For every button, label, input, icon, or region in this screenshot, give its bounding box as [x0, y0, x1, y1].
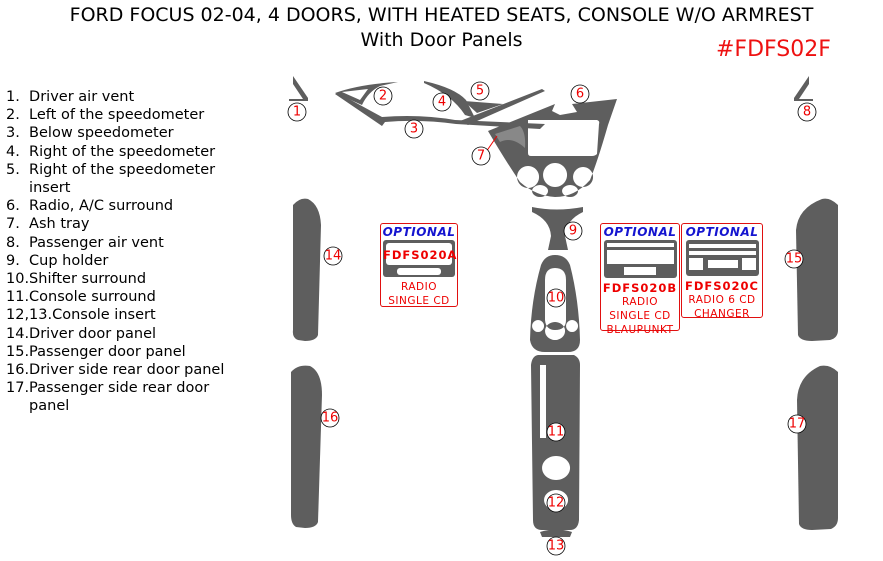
parts-legend: 1. Driver air vent 2. Left of the speedo… — [6, 88, 224, 416]
part-label: 17 — [787, 414, 807, 434]
part-label: 10 — [546, 288, 566, 308]
svg-text:4: 4 — [438, 95, 446, 110]
svg-text:5: 5 — [476, 84, 484, 99]
svg-text:6: 6 — [576, 87, 584, 102]
svg-text:12: 12 — [548, 496, 565, 511]
optional-desc: RADIO — [401, 281, 437, 293]
part-driver-rear-door-panel — [291, 365, 322, 528]
part-label: 16 — [320, 408, 340, 428]
svg-text:7: 7 — [477, 149, 485, 164]
part-label: 14 — [323, 246, 343, 266]
kit-code: #FDFS02F — [716, 37, 831, 62]
part-label: 13 — [546, 536, 566, 556]
part-right-of-speedometer — [424, 81, 475, 118]
part-cup-holder — [532, 207, 583, 250]
optional-heading: OPTIONAL — [382, 225, 456, 239]
optional-heading: OPTIONAL — [685, 225, 759, 239]
part-left-of-speedometer — [335, 82, 398, 105]
radio-bezel-image: FDFS020A — [383, 240, 458, 277]
legend-item: 12,13.Console insert — [6, 307, 156, 324]
svg-text:8: 8 — [803, 105, 811, 120]
svg-text:3: 3 — [410, 122, 418, 137]
legend-item: 1. Driver air vent — [6, 89, 135, 105]
part-label: 6 — [570, 84, 590, 104]
part-label: 15 — [784, 249, 804, 269]
part-console-insert-bottom — [540, 529, 572, 537]
page-title: FORD FOCUS 02-04, 4 DOORS, WITH HEATED S… — [69, 4, 814, 26]
svg-text:1: 1 — [293, 105, 301, 120]
part-below-speedometer-strip — [460, 89, 545, 125]
part-passenger-air-vent — [794, 76, 813, 101]
legend-item: 11.Console surround — [6, 289, 156, 306]
svg-text:14: 14 — [325, 249, 342, 264]
legend-item: 9. Cup holder — [6, 252, 109, 269]
legend-item: 10.Shifter surround — [6, 271, 147, 288]
legend-item: 3. Below speedometer — [6, 125, 174, 142]
legend-item: 14.Driver door panel — [6, 325, 157, 342]
svg-text:10: 10 — [548, 291, 565, 306]
part-label: 5 — [470, 81, 490, 101]
radio-bezel-image — [603, 240, 677, 278]
svg-text:13: 13 — [548, 539, 565, 554]
part-label: 9 — [563, 221, 583, 241]
part-label: 8 — [797, 102, 817, 122]
part-console-insert — [545, 518, 568, 527]
legend-item: 17.Passenger side rear door — [6, 380, 210, 397]
part-label: 1 — [287, 102, 307, 122]
part-ash-tray — [495, 126, 526, 148]
svg-text:15: 15 — [786, 252, 803, 267]
legend-item: 4. Right of the speedometer — [6, 143, 216, 160]
legend-item: panel — [6, 398, 70, 415]
optional-desc: SINGLE CD — [388, 295, 450, 307]
part-passenger-rear-door-panel — [797, 365, 838, 530]
optional-radio-single-cd: OPTIONAL FDFS020A RADIO SINGLE CD — [380, 223, 458, 307]
part-label: 3 — [404, 119, 424, 139]
legend-item: 2. Left of the speedometer — [6, 107, 205, 124]
optional-desc: SINGLE CD — [609, 310, 671, 322]
svg-text:17: 17 — [789, 417, 806, 432]
optional-part-number: FDFS020B — [602, 281, 678, 295]
part-label: 4 — [432, 92, 452, 112]
legend-item: 7. Ash tray — [6, 216, 90, 233]
legend-item: 8. Passenger air vent — [6, 234, 164, 251]
legend-item: 5. Right of the speedometer — [6, 161, 216, 178]
optional-radio-blaupunkt: OPTIONAL FDFS020B RADIO SINGLE CD BLAUPU… — [600, 223, 680, 336]
part-passenger-door-panel — [796, 198, 838, 341]
part-console-surround — [531, 355, 580, 530]
optional-radio-6cd-changer: OPTIONAL FDFS020C RADIO 6 CD CHANGER — [681, 223, 763, 320]
part-label: 2 — [373, 86, 393, 106]
svg-text:16: 16 — [322, 411, 339, 426]
part-label: 7 — [471, 146, 491, 166]
optional-part-number: FDFS020C — [685, 279, 759, 293]
part-label: 12 — [546, 493, 566, 513]
part-below-speedometer — [335, 93, 545, 129]
svg-text:9: 9 — [569, 224, 577, 239]
svg-text:11: 11 — [548, 425, 565, 440]
optional-part-number: FDFS020A — [383, 248, 458, 262]
part-shifter-surround — [530, 255, 580, 352]
part-driver-door-panel — [292, 198, 321, 341]
part-label: 11 — [546, 422, 566, 442]
legend-item: insert — [6, 180, 71, 197]
optional-desc: RADIO 6 CD — [688, 294, 756, 306]
legend-item: 6. Radio, A/C surround — [6, 198, 174, 215]
svg-text:2: 2 — [379, 89, 387, 104]
legend-item: 16.Driver side rear door panel — [6, 362, 225, 379]
optional-desc: RADIO — [622, 296, 658, 308]
part-right-speedometer-insert — [464, 101, 503, 113]
part-radio-ac-surround — [488, 99, 617, 197]
page-subtitle: With Door Panels — [360, 29, 523, 51]
optional-heading: OPTIONAL — [603, 225, 677, 239]
optional-desc: BLAUPUNKT — [606, 324, 674, 336]
legend-item: 15.Passenger door panel — [6, 343, 186, 360]
radio-bezel-image — [685, 240, 759, 276]
optional-desc: CHANGER — [694, 308, 750, 320]
part-driver-air-vent — [289, 76, 308, 101]
